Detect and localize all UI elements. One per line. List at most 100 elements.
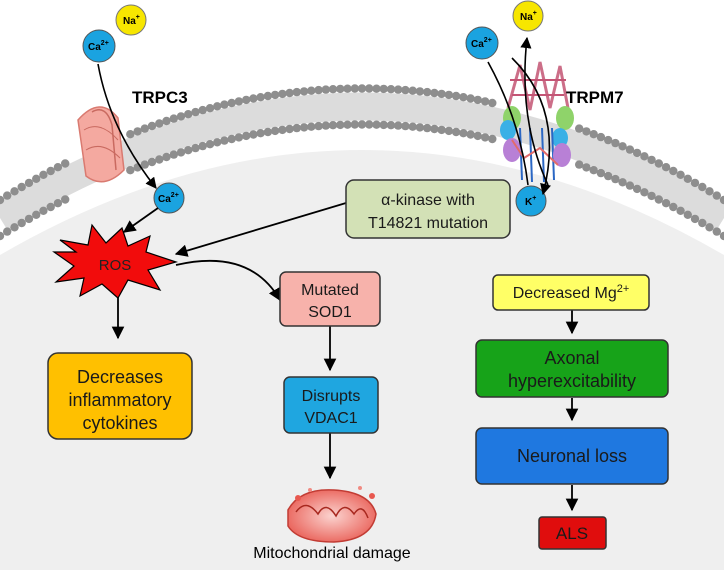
vdac1-line1: Disrupts: [302, 388, 361, 405]
membrane-lipid-head: [307, 122, 316, 131]
membrane-lipid-head: [618, 142, 627, 151]
membrane-lipid-head: [350, 120, 359, 129]
arrow-ca-to-ros: [122, 207, 159, 233]
membrane-lipid-head: [669, 202, 678, 212]
membrane-lipid-head: [365, 120, 374, 129]
membrane-lipid-head: [176, 148, 186, 157]
membrane-lipid-head: [618, 178, 627, 187]
trpm7-channel: [500, 61, 574, 183]
als-box: ALS: [538, 516, 607, 550]
membrane-lipid-head: [292, 123, 301, 133]
membrane-lipid-head: [379, 84, 388, 94]
membrane-lipid-head: [32, 210, 41, 219]
membrane-lipid-head: [285, 88, 294, 98]
membrane-lipid-head: [140, 124, 149, 133]
membrane-lipid-head: [459, 93, 468, 102]
membrane-lipid-head: [328, 85, 338, 94]
membrane-lipid-head: [24, 214, 34, 224]
membrane-lipid-head: [155, 119, 164, 128]
svg-text:Ca2+: Ca2+: [88, 40, 109, 53]
membrane-lipid-head: [24, 178, 34, 188]
membrane-lipid-head: [372, 84, 381, 93]
membrane-lipid-head: [589, 130, 598, 139]
membrane-lipid-head: [647, 191, 656, 201]
membrane-lipid-head: [466, 94, 475, 103]
membrane-lipid-head: [712, 227, 721, 236]
axonal-line2: hyperexcitability: [508, 371, 636, 391]
membrane-lipid-head: [3, 191, 12, 200]
membrane-lipid-head: [249, 94, 258, 103]
membrane-lipid-head: [575, 160, 584, 169]
membrane-lipid-head: [292, 87, 301, 97]
trpc3-label: TRPC3: [132, 88, 188, 107]
ca-ion-outside-right: Ca2+: [465, 26, 499, 60]
mutated-sod1-line1: Mutated: [301, 282, 359, 299]
trpm7-label: TRPM7: [566, 88, 624, 107]
membrane-lipid-head: [444, 126, 454, 136]
membrane-lipid-head: [401, 121, 410, 131]
membrane-lipid-head: [415, 123, 425, 132]
membrane-lipid-head: [205, 140, 215, 149]
membrane-lipid-head: [17, 218, 26, 228]
membrane-lipid-head: [314, 85, 323, 95]
membrane-lipid-head: [488, 98, 497, 108]
membrane-lipid-head: [39, 170, 48, 179]
als-label: ALS: [556, 524, 588, 543]
membrane-lipid-head: [625, 181, 635, 190]
membrane-lipid-head: [654, 195, 663, 204]
membrane-lipid-head: [147, 157, 157, 167]
membrane-lipid-head: [278, 89, 287, 99]
mitochondrion-image: [287, 486, 377, 543]
cytokines-line3: cytokines: [82, 413, 157, 433]
membrane-lipid-head: [3, 227, 12, 236]
membrane-lipid-head: [256, 129, 265, 138]
k-efflux-arrow-trpm7: [511, 57, 551, 196]
na-efflux-arrow-trpm7: [520, 36, 549, 186]
membrane-lipid-head: [234, 133, 244, 142]
membrane-lipid-head: [278, 125, 287, 135]
membrane-lipid-head: [604, 171, 613, 181]
na-ion-outside-left: Na+: [115, 4, 147, 36]
membrane-lipid-head: [169, 114, 178, 123]
svg-text:Ca2+: Ca2+: [471, 37, 492, 50]
svg-text:Na+: Na+: [123, 14, 140, 27]
membrane-lipid-head: [683, 174, 692, 183]
membrane-lipid-head: [126, 130, 135, 139]
membrane-lipid-head: [234, 97, 244, 106]
membrane-lipid-head: [408, 122, 417, 131]
membrane-lipid-head: [213, 138, 222, 147]
membrane-lipid-head: [466, 130, 475, 139]
membrane-lipid-head: [669, 166, 678, 176]
membrane-lipid-head: [582, 163, 591, 172]
membrane-lipid-head: [299, 87, 309, 96]
neuronal-loss-label: Neuronal loss: [517, 446, 627, 466]
membrane-lipid-head: [705, 223, 714, 232]
membrane-lipid-head: [575, 124, 584, 133]
axonal-hyperexcitability-box: Axonal hyperexcitability: [475, 339, 669, 398]
membrane-lipid-head: [480, 133, 490, 142]
membrane-lipid-head: [53, 199, 63, 208]
membrane-lipid-head: [379, 120, 388, 130]
mutated-sod1-line2: SOD1: [308, 304, 352, 321]
alpha-kinase-line2: T14821 mutation: [368, 215, 488, 232]
membrane-lipid-head: [676, 170, 685, 179]
membrane-lipid-head: [625, 145, 635, 154]
membrane-lipid-head: [336, 84, 345, 94]
mutated-sod1-box: Mutated SOD1: [279, 271, 381, 327]
membrane-lipid-head: [184, 146, 193, 155]
decreased-mg-box: Decreased Mg2+: [492, 274, 650, 311]
membrane-lipid-head: [162, 116, 171, 126]
membrane-lipid-head: [133, 127, 142, 136]
membrane-lipid-head: [162, 152, 171, 162]
membrane-lipid-head: [719, 231, 724, 241]
membrane-lipid-head: [683, 210, 692, 219]
decreased-mg-label: Decreased Mg2+: [513, 283, 630, 302]
cytokines-line1: Decreases: [77, 367, 163, 387]
membrane-lipid-head: [712, 191, 721, 200]
vdac1-line2: VDAC1: [304, 410, 357, 427]
membrane-lipid-head: [191, 143, 200, 153]
svg-text:K+: K+: [525, 195, 536, 208]
membrane-lipid-head: [401, 85, 410, 95]
membrane-lipid-head: [698, 182, 707, 192]
